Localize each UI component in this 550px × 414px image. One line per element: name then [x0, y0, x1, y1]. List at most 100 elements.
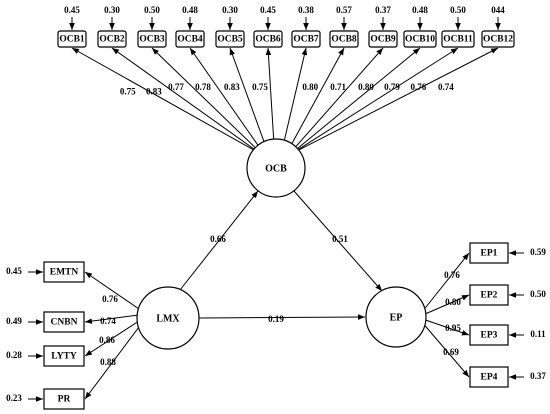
loading-arrow-ocb9: [291, 47, 384, 151]
error-term-ocb5: 0.30: [222, 5, 238, 15]
path-coef-lmx-ep: 0.19: [268, 314, 284, 324]
error-term-ocb11: 0.50: [450, 5, 466, 15]
indicator-box-emtn: [43, 261, 85, 283]
indicator-box-ep4: [469, 366, 509, 388]
path-arrow-ocb-ep: [293, 190, 383, 292]
indicator-box-ocb5: [215, 30, 245, 48]
loading-value-ocb9: 0.80: [358, 82, 374, 92]
error-term-ocb8: 0.57: [336, 5, 352, 15]
indicator-label-ocb6: OCB6: [255, 35, 281, 45]
error-term-ocb3: 0.50: [144, 5, 160, 15]
latent-circle-ep: [365, 286, 427, 348]
indicator-box-ep3: [469, 324, 509, 346]
error-term-pr: 0.23: [6, 393, 22, 403]
indicator-label-ocb3: OCB3: [139, 35, 165, 45]
indicator-label-ocb8: OCB8: [331, 35, 357, 45]
indicator-label-ocb4: OCB4: [177, 35, 203, 45]
loading-value-cnbn: 0.74: [100, 316, 116, 326]
loading-value-ocb11: 0.76: [410, 82, 426, 92]
loading-value-ocb8: 0.71: [330, 82, 346, 92]
indicator-label-ocb11: OCB11: [443, 35, 473, 45]
error-term-ocb9: 0.37: [375, 5, 391, 15]
error-term-ocb2: 0.30: [104, 5, 120, 15]
loading-value-ocb2: 0.83: [146, 86, 162, 96]
loading-arrow-cnbn: [84, 314, 140, 324]
loading-arrow-ocb8: [287, 47, 345, 151]
loading-value-ep3: 0.95: [445, 323, 461, 333]
indicator-box-lyty: [43, 345, 85, 367]
loading-arrow-ocb6: [265, 47, 275, 151]
indicator-label-ocb1: OCB1: [59, 35, 85, 45]
loading-arrow-lyty: [84, 320, 140, 357]
latent-circle-ocb: [246, 138, 306, 198]
indicator-label-ocb2: OCB2: [99, 35, 125, 45]
loading-arrow-ep2: [423, 294, 470, 315]
loading-arrow-pr: [84, 326, 140, 400]
loading-arrow-ocb11: [296, 47, 459, 152]
loading-value-emtn: 0.76: [102, 294, 118, 304]
error-term-ocb6: 0.45: [260, 5, 276, 15]
loading-value-ocb12: 0.74: [438, 82, 454, 92]
error-term-ep4: 0.37: [530, 371, 546, 381]
error-term-ocb1: 0.45: [64, 5, 80, 15]
loading-arrow-ocb3: [151, 47, 259, 151]
loading-arrow-ocb10: [294, 47, 421, 151]
error-term-ocb4: 0.48: [182, 5, 198, 15]
error-term-lyty: 0.28: [6, 350, 22, 360]
loading-arrow-ocb4: [189, 47, 263, 151]
path-coef-lmx-ocb: 0.66: [210, 234, 226, 244]
indicator-box-ocb3: [137, 30, 167, 48]
loading-value-ocb1: 0.75: [120, 86, 136, 96]
loading-value-lyty: 0.86: [99, 335, 115, 345]
loading-value-pr: 0.88: [100, 357, 116, 367]
indicator-label-pr: PR: [58, 395, 71, 405]
indicator-label-cnbn: CNBN: [51, 318, 78, 328]
indicator-box-ocb10: [403, 30, 437, 48]
loading-value-ep4: 0.69: [443, 347, 459, 357]
indicator-box-ocb9: [368, 30, 398, 48]
loading-arrow-ocb5: [229, 47, 268, 151]
error-term-ep2: 0.50: [530, 289, 546, 299]
loading-value-ep1: 0.76: [444, 270, 460, 280]
latent-label-ep: EP: [390, 312, 403, 323]
latent-label-lmx: LMX: [156, 313, 180, 324]
latent-circle-lmx: [136, 286, 200, 350]
indicator-box-ocb2: [97, 30, 127, 48]
loading-arrow-emtn: [84, 271, 140, 310]
indicator-label-ocb7: OCB7: [293, 35, 319, 45]
indicator-label-ocb5: OCB5: [217, 35, 243, 45]
error-term-ep3: 0.11: [530, 329, 546, 339]
indicator-label-ep1: EP1: [481, 249, 498, 259]
loading-arrow-ep4: [423, 324, 470, 378]
error-term-ocb7: 0.38: [298, 5, 314, 15]
loading-value-ocb10: 0.79: [384, 82, 400, 92]
path-coef-ocb-ep: 0.51: [332, 234, 348, 244]
indicator-label-ocb12: OCB12: [483, 35, 513, 45]
indicator-label-ocb9: OCB9: [370, 35, 396, 45]
indicator-box-ocb6: [253, 30, 283, 48]
loading-arrow-ocb2: [111, 47, 257, 152]
indicator-label-emtn: EMTN: [50, 268, 79, 278]
indicator-box-ocb8: [329, 30, 359, 48]
indicator-label-ep2: EP2: [481, 291, 498, 301]
indicator-box-ep1: [469, 242, 509, 264]
indicator-label-lyty: LYTY: [51, 352, 77, 362]
indicator-box-ocb7: [291, 30, 321, 48]
loading-value-ocb5: 0.83: [224, 82, 240, 92]
error-term-cnbn: 0.49: [6, 316, 22, 326]
loading-arrow-ocb1: [71, 47, 256, 152]
indicator-box-ep2: [469, 284, 509, 306]
loading-arrow-ep1: [423, 252, 470, 310]
indicator-box-cnbn: [43, 311, 85, 333]
indicator-box-ocb4: [175, 30, 205, 48]
error-term-ocb12: 044: [491, 5, 505, 15]
loading-value-ocb4: 0.78: [195, 82, 211, 92]
loading-arrow-ep3: [423, 319, 470, 336]
indicator-label-ep4: EP4: [481, 373, 498, 383]
error-term-emtn: 0.45: [6, 266, 22, 276]
loading-value-ocb6: 0.75: [252, 82, 268, 92]
path-arrow-lmx-ep: [198, 314, 366, 320]
indicator-box-ocb11: [441, 30, 475, 48]
